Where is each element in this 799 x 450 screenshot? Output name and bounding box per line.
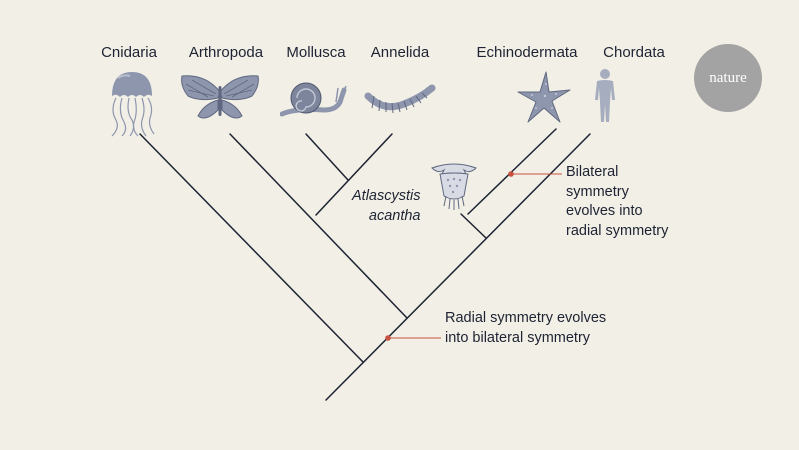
annotation-bilateral-to-radial: Bilateral symmetry evolves into radial s… xyxy=(566,163,668,241)
species-name-line1: Atlascystis xyxy=(352,188,421,204)
taxon-label-annelida: Annelida xyxy=(370,44,430,61)
annotation-line: into bilateral symmetry xyxy=(445,329,591,346)
annotation-line: Radial symmetry evolves xyxy=(445,310,607,326)
taxon-label-arthropoda: Arthropoda xyxy=(188,44,264,61)
annotation-marker-bilateral-to-radial xyxy=(508,171,514,177)
branch-mollusca-annelida xyxy=(315,133,393,216)
starfish-icon xyxy=(517,71,571,123)
fossil-icon xyxy=(431,163,477,210)
branch-trunk xyxy=(325,133,591,401)
branch-mollusca xyxy=(305,133,349,181)
taxon-label-chordata: Chordata xyxy=(603,44,665,61)
annotation-line: Bilateral xyxy=(566,164,619,180)
branch-protostomes xyxy=(229,133,408,319)
annotation-line: symmetry xyxy=(566,183,629,200)
annotation-radial-to-bilateral: Radial symmetry evolves into bilateral s… xyxy=(445,309,606,348)
annotation-marker-radial-to-bilateral xyxy=(385,335,391,341)
annotation-line: evolves into xyxy=(566,203,643,219)
annotation-line: radial symmetry xyxy=(566,222,669,239)
worm-icon xyxy=(364,84,436,114)
species-name-line2: acantha xyxy=(368,208,421,224)
snail-icon xyxy=(280,82,347,117)
butterfly-icon xyxy=(181,75,259,119)
branch-cnidaria xyxy=(139,133,364,363)
species-label-atlascystis: Atlascystis acantha xyxy=(352,186,421,226)
human-icon xyxy=(595,69,615,122)
logo-text: nature xyxy=(709,69,747,86)
nature-logo: nature xyxy=(694,44,762,112)
jellyfish-icon xyxy=(111,72,155,137)
branch-atlascystis xyxy=(460,213,487,239)
taxon-label-mollusca: Mollusca xyxy=(286,44,346,61)
taxon-label-echinodermata: Echinodermata xyxy=(476,44,578,61)
taxon-label-cnidaria: Cnidaria xyxy=(101,44,157,61)
